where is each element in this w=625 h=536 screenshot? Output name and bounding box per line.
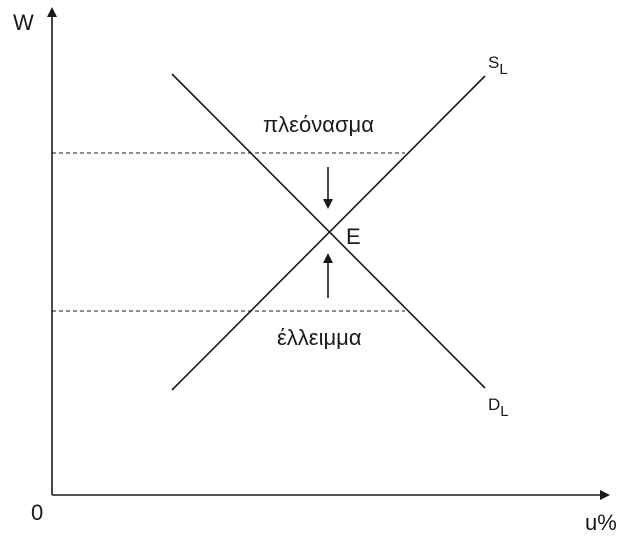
equilibrium-label: E — [346, 224, 361, 249]
deficit-label: έλλειμμα — [277, 325, 362, 350]
supply-curve-label: SL — [488, 53, 508, 78]
supply-label-sub: L — [499, 61, 507, 78]
demand-curve-label: DL — [488, 395, 509, 420]
x-axis-label: u% — [585, 510, 617, 535]
supply-curve — [171, 75, 486, 391]
demand-label-sub: L — [500, 403, 508, 420]
y-axis-label: W — [13, 10, 34, 35]
demand-curve — [171, 73, 486, 389]
demand-label-base: D — [488, 395, 500, 414]
surplus-label: πλεόνασμα — [263, 112, 374, 137]
origin-label: 0 — [31, 500, 43, 525]
supply-label-base: S — [488, 53, 499, 72]
